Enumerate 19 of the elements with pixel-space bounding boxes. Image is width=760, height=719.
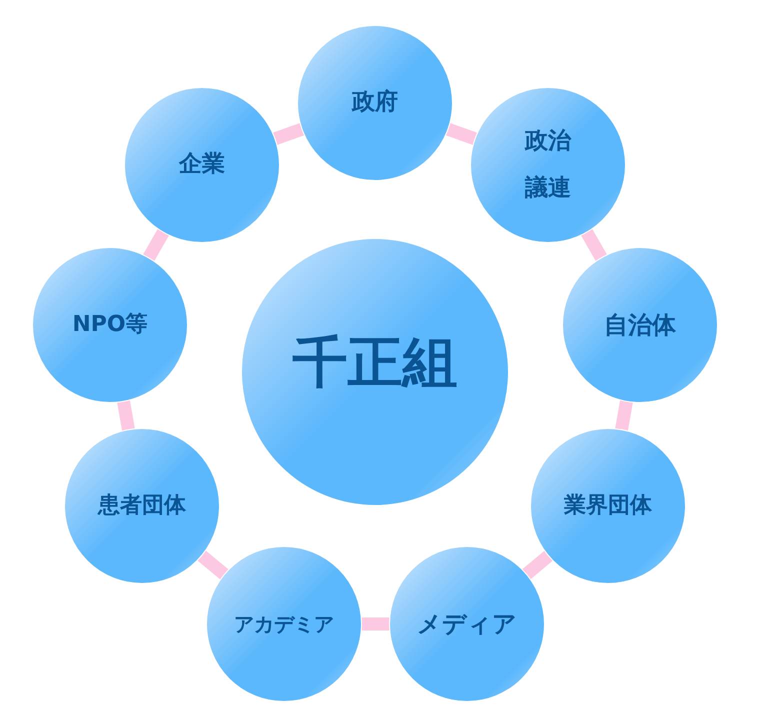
node-label: NPO等	[72, 312, 148, 338]
node-label: 患者団体	[98, 492, 186, 520]
connector-bar	[445, 122, 478, 146]
connector-bar	[142, 228, 170, 262]
node-label: 政府	[352, 89, 398, 117]
node-label: 業界団体	[564, 492, 652, 520]
connector-bar	[361, 618, 390, 630]
connector-bar	[580, 228, 608, 262]
connector-bar	[272, 122, 305, 146]
connector-bar	[117, 400, 135, 432]
node-label: 政治議連	[524, 126, 572, 203]
connector-bar	[197, 550, 229, 580]
node-label: 企業	[179, 151, 225, 179]
node-label: 自治体	[604, 310, 676, 340]
node-label: 千正組	[292, 329, 458, 395]
node-label: アカデミア	[234, 612, 334, 636]
node-label: メディア	[417, 610, 517, 638]
connector-bar	[615, 400, 633, 432]
connector-bar	[522, 550, 554, 580]
